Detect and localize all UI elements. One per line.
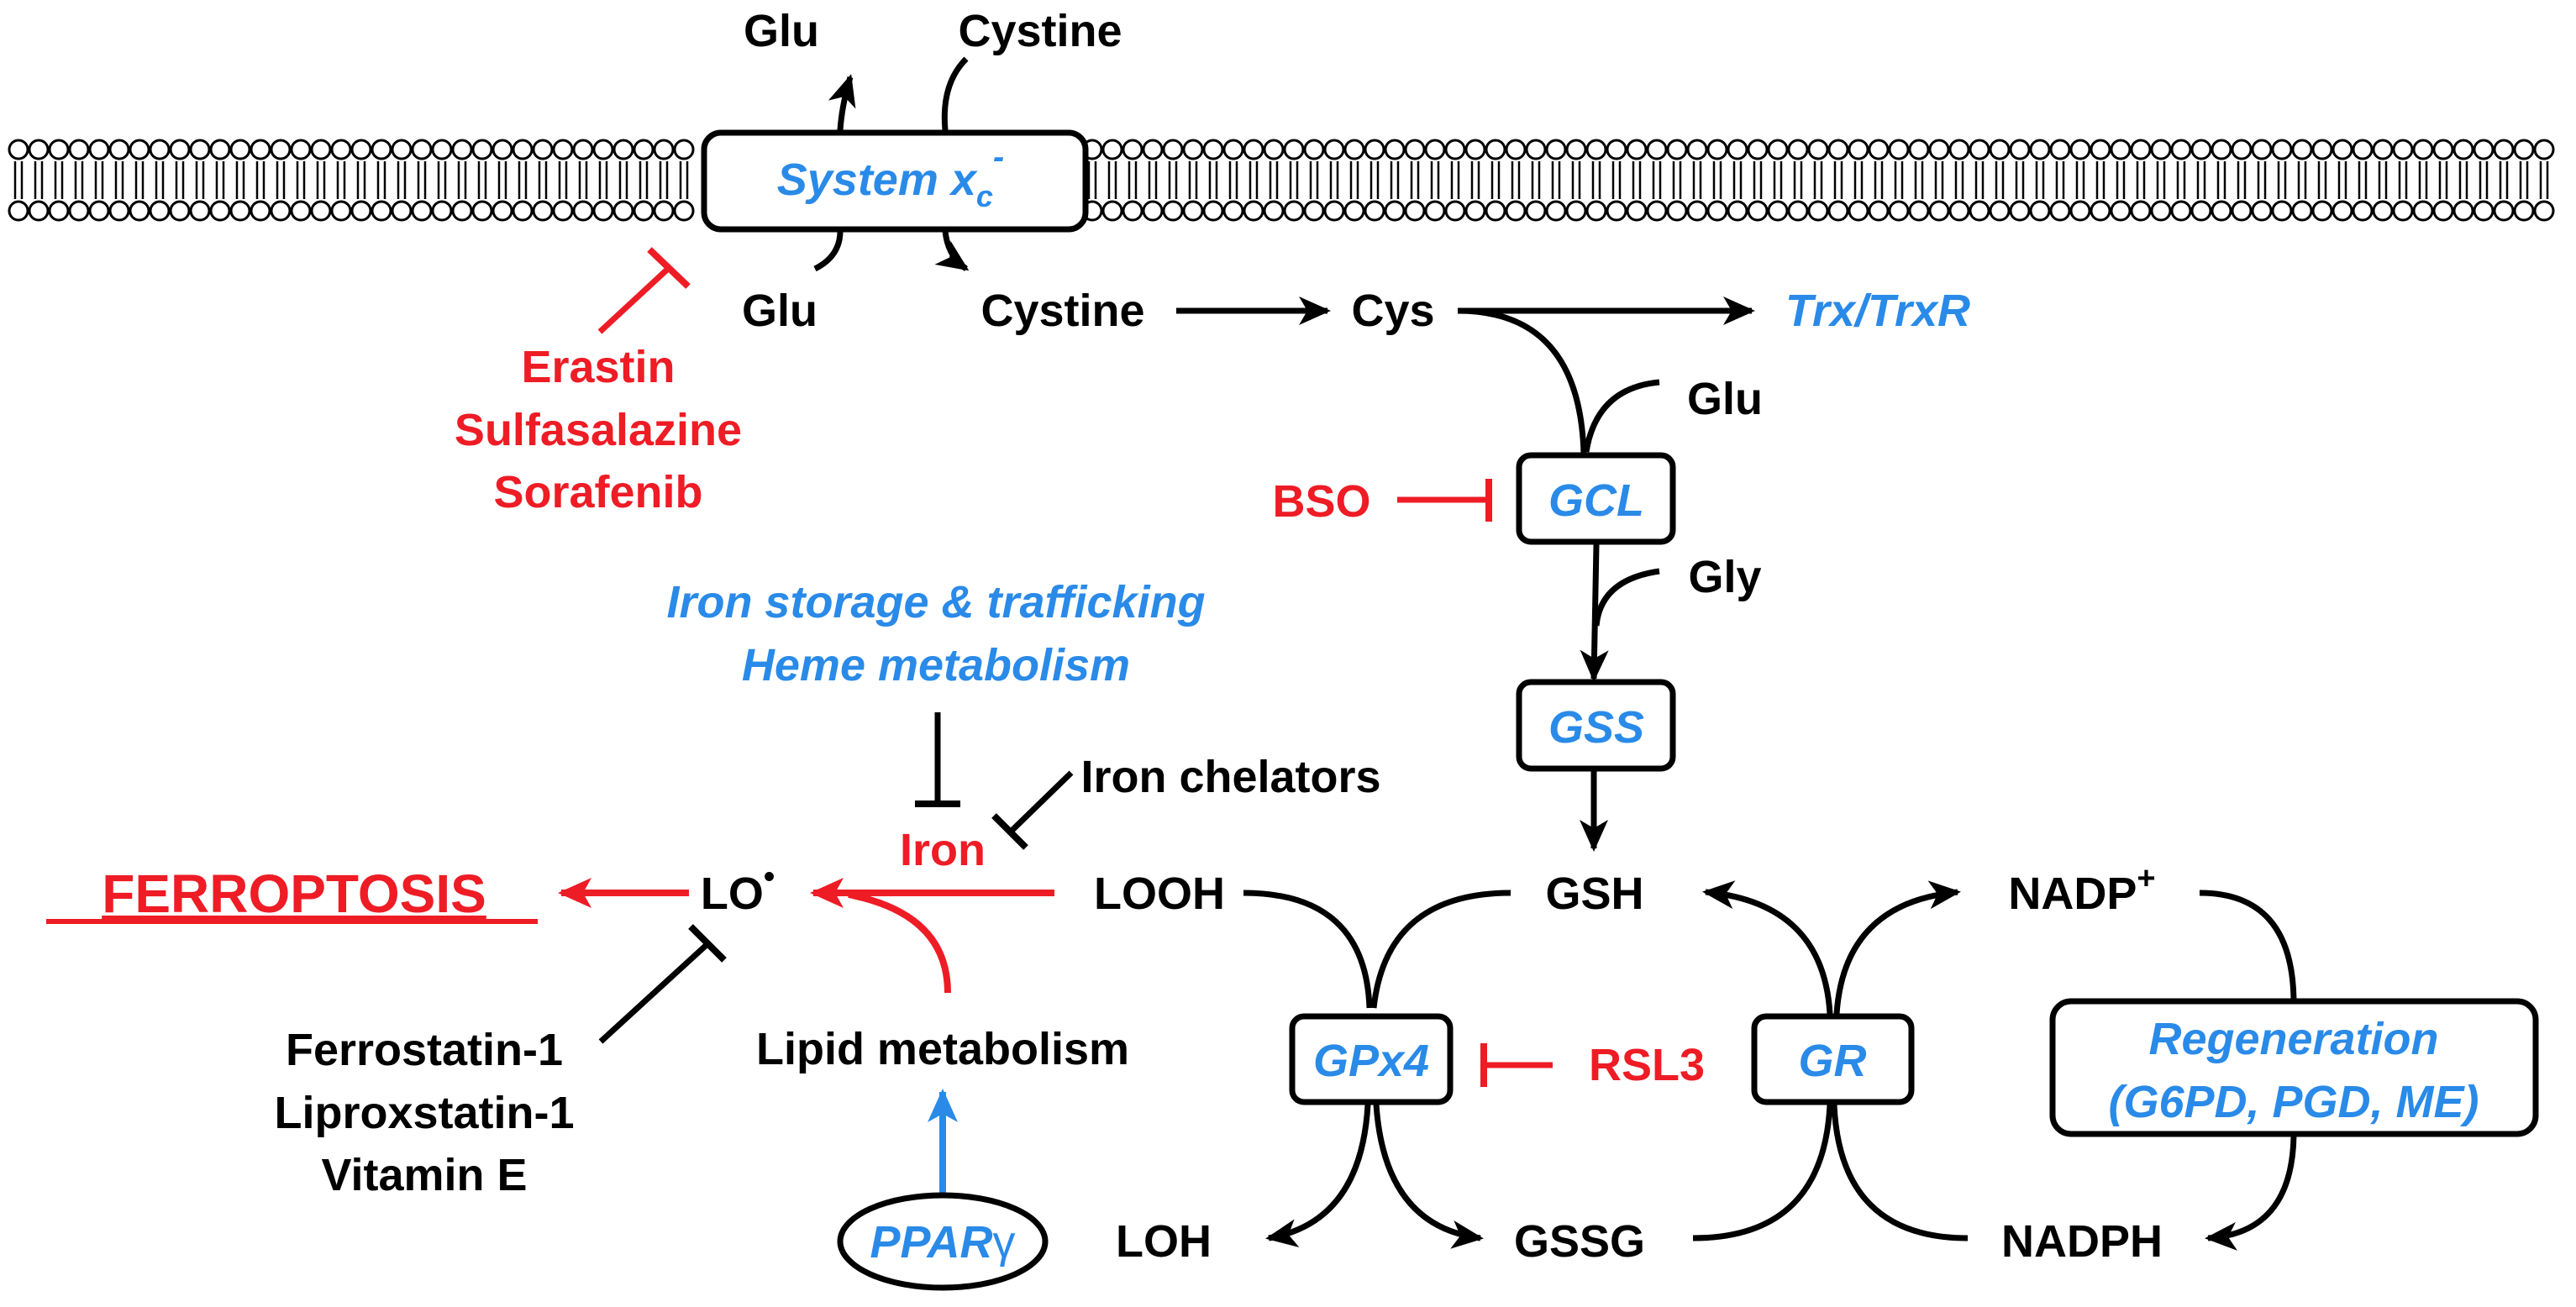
gr-to-nadp-arrow [1833,880,1961,1015]
regeneration-to-nadph-arrow [2205,1135,2297,1251]
lipid-metabolism-path [848,891,951,994]
nadp-to-regeneration-path [2199,890,2297,1000]
ferroptosis-label: FERROPTOSIS [102,863,486,924]
liproxstatin-label: Liproxstatin-1 [274,1088,574,1138]
lo-inhibitor-bar [598,924,727,1044]
nadp-plus-label: NADP+ [2008,861,2155,919]
inside-cystine-label: Cystine [980,286,1144,336]
ferrostatin-label: Ferrostatin-1 [286,1025,563,1075]
cystine-entry-stem [941,56,969,131]
glu-export-arrow [828,74,856,131]
heme-metabolism-label: Heme metabolism [742,640,1130,690]
gsh-to-gpx4-path [1370,890,1511,1009]
glu-substrate-label: Glu [1687,374,1763,424]
looh-to-gpx4-path [1243,890,1373,1009]
sulfasalazine-label: Sulfasalazine [455,405,742,455]
rsl3-label: RSL3 [1589,1040,1705,1090]
cell-membrane [8,139,2555,222]
regeneration-title: Regeneration [2148,1014,2438,1064]
sorafenib-label: Sorafenib [493,467,702,517]
lipid-metabolism-label: Lipid metabolism [756,1024,1129,1074]
regeneration-box [2049,998,2539,1137]
loh-label: LOH [1116,1216,1212,1267]
iron-storage-inhibitor-bar [915,712,960,807]
inside-glu-label: Glu [742,286,817,336]
erastin-label: Erastin [521,342,675,392]
system-xc-label: System xc- [777,139,1005,213]
cys-label: Cys [1351,286,1434,336]
gly-substrate-label: Gly [1688,552,1761,602]
iron-chelators-label: Iron chelators [1080,752,1380,802]
transport-arrows [813,56,970,272]
lo-radical-label: LO• [701,859,775,919]
gpx4-to-loh-arrow [1265,1104,1371,1247]
gly-entry-path [1593,568,1660,627]
cys-to-gcl-path [1457,307,1587,454]
system-xc-transporter: System xc- [701,129,1089,233]
gss-label: GSS [1548,702,1644,753]
gpx4-label: GPx4 [1313,1036,1429,1086]
outside-cystine-label: Cystine [958,6,1122,56]
gcl-to-gss-arrow [1580,543,1609,682]
ppar-gamma-label: PPARγ [870,1217,1015,1268]
gr-label: GR [1799,1036,1867,1086]
gssg-to-gr-path [1692,1104,1833,1241]
gr-enzyme-box [1751,1013,1915,1105]
bso-label: BSO [1272,476,1370,527]
gpx4-enzyme-box [1289,1013,1454,1105]
nadph-label: NADPH [2001,1216,2163,1267]
xc-inhibitor-bar [597,247,691,334]
gr-to-gsh-arrow [1702,880,1833,1015]
gcl-enzyme-box [1516,452,1676,545]
gsh-label: GSH [1545,869,1643,919]
iron-label: Iron [900,825,986,875]
glu-entry-path [1583,379,1660,453]
gss-enzyme-box [1516,679,1676,772]
regeneration-enzymes: (G6PD, PGD, ME) [2108,1077,2479,1127]
ppar-gamma-ellipse [837,1192,1049,1291]
glu-import-stem [813,230,844,272]
gcl-label: GCL [1548,475,1644,526]
looh-label: LOOH [1094,869,1225,919]
nadph-to-gr-path [1831,1104,1969,1241]
chelator-inhibitor-bar [991,770,1074,850]
cystine-import-arrow [934,230,970,271]
gssg-label: GSSG [1514,1216,1645,1267]
iron-storage-label: Iron storage & trafficking [666,577,1205,627]
bso-inhibitor-bar [1397,479,1492,522]
rsl3-inhibitor-bar [1480,1043,1553,1087]
trx-trxr-label: Trx/TrxR [1785,286,1970,336]
vitamin-e-label: Vitamin E [321,1150,527,1200]
outside-glu-label: Glu [744,6,819,56]
gpx4-to-gssg-arrow [1373,1104,1484,1249]
